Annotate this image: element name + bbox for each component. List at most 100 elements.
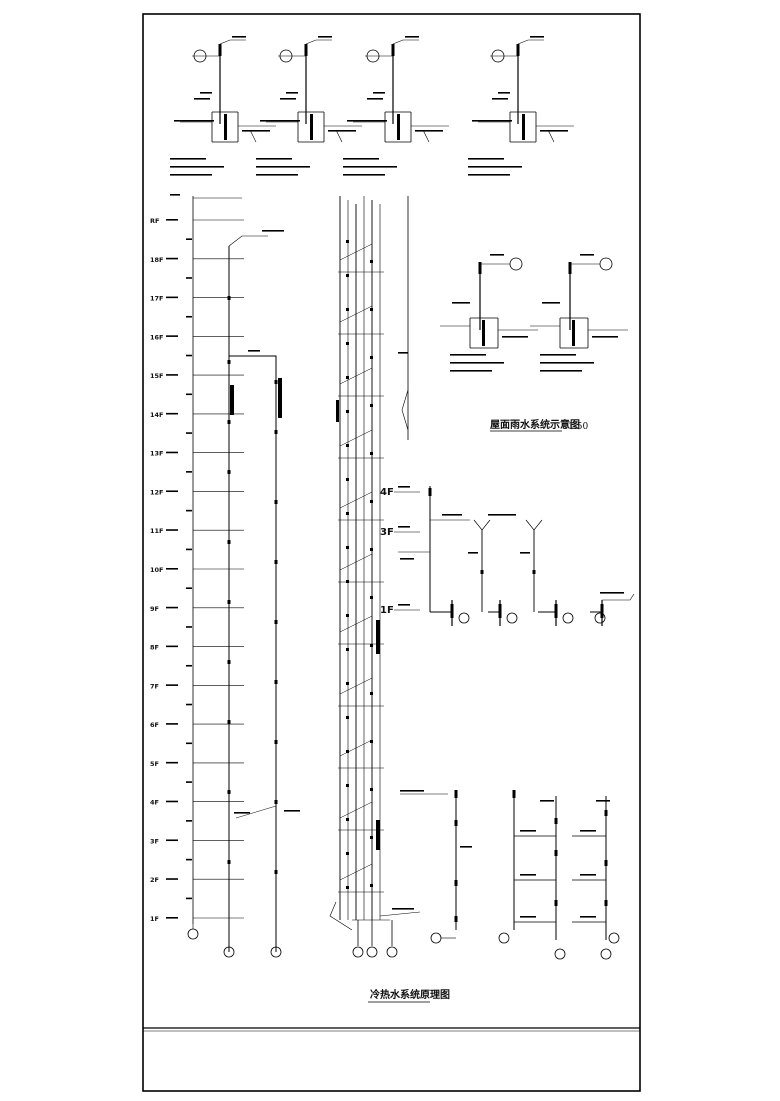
offset-branch <box>339 801 373 819</box>
floor-row-18f: 18F <box>150 256 244 279</box>
system-b <box>498 790 566 960</box>
storey-height-mark <box>186 703 192 706</box>
label-mark <box>442 514 462 516</box>
meter-group <box>376 820 380 850</box>
floor-label: 1F <box>150 915 159 923</box>
valve-mark <box>227 420 231 424</box>
storey-height-mark <box>186 315 192 318</box>
label-mark <box>520 874 536 876</box>
floor-label: 13F <box>150 450 164 458</box>
axis-marker-circle <box>386 946 398 958</box>
valve-mark <box>370 356 373 359</box>
valve-mark <box>604 810 608 816</box>
storey-height-mark <box>186 742 192 745</box>
elevation-mark <box>166 412 178 415</box>
valve-mark <box>370 452 373 455</box>
meter-group <box>278 378 282 418</box>
meter-group <box>376 620 380 654</box>
floor-row-4f: 4F <box>150 799 244 822</box>
offset-branch <box>339 243 373 261</box>
elevation-mark <box>166 606 178 609</box>
label-mark <box>262 230 284 232</box>
elevation-mark <box>166 878 178 880</box>
floor-label: 4F <box>150 799 159 807</box>
storey-height-mark <box>186 587 192 589</box>
offset-branch <box>339 739 373 757</box>
axis-marker-circle <box>223 946 235 958</box>
floor-row-8f: 8F <box>150 644 244 667</box>
valve-mark <box>274 680 278 684</box>
label-mark <box>540 370 582 372</box>
valve-mark <box>227 720 231 724</box>
valve-mark <box>370 404 373 407</box>
floor-row-16f: 16F <box>150 333 244 357</box>
meter-mark <box>600 604 604 618</box>
label-mark <box>498 92 510 94</box>
label-mark <box>468 166 522 168</box>
axis-marker-circle <box>352 946 364 958</box>
floor-row-9f: 9F <box>150 605 244 628</box>
label-mark <box>540 354 576 356</box>
label-mark <box>580 254 594 256</box>
label-mark <box>502 336 528 338</box>
label-mark <box>596 800 610 802</box>
floor-level-scale: RF18F17F16F15F14F13F12F11F10F9F8F7F6F5F4… <box>150 194 244 940</box>
axis-marker-circle <box>187 928 199 940</box>
label-mark <box>580 874 596 876</box>
label-mark <box>600 592 624 594</box>
y-branch <box>525 519 543 531</box>
valve-mark <box>346 580 349 583</box>
label-mark <box>540 130 568 132</box>
label-mark <box>328 130 356 132</box>
storey-height-mark <box>186 471 192 473</box>
floor-label: 7F <box>150 682 159 690</box>
pointer-line <box>547 129 555 143</box>
valve-mark <box>274 620 278 624</box>
label-mark <box>170 158 206 160</box>
valve-mark <box>454 820 458 826</box>
floor-label: 14F <box>150 411 164 419</box>
elevation-mark <box>166 335 178 337</box>
label-mark <box>542 302 560 304</box>
label-mark <box>256 158 292 160</box>
valve-mark <box>370 500 373 503</box>
label-mark <box>170 174 212 176</box>
label-mark <box>367 98 383 100</box>
offset-branch <box>339 305 373 323</box>
valve-mark <box>346 478 349 481</box>
drawing-frame <box>142 13 641 1092</box>
label-mark <box>540 362 594 364</box>
floor-row-15f: 15F <box>150 372 244 396</box>
label-mark <box>398 352 408 354</box>
valve-mark <box>554 850 558 856</box>
riser-jl-1 <box>223 230 284 958</box>
floor-label: 5F <box>150 760 159 768</box>
floor-label: 15F <box>150 372 164 380</box>
valve-mark <box>370 740 373 743</box>
valve-mark <box>227 600 231 604</box>
valve-mark <box>346 614 349 617</box>
label-mark <box>242 130 270 132</box>
axis-marker-circle <box>366 946 378 958</box>
elevation-mark <box>166 374 178 376</box>
axis-marker-circle <box>554 948 566 960</box>
valve-mark <box>346 512 349 515</box>
label-mark <box>343 158 379 160</box>
label-mark <box>343 166 397 168</box>
label-mark <box>520 830 536 832</box>
meter-mark <box>450 604 454 618</box>
leader-line <box>392 39 419 45</box>
valve-mark <box>274 740 278 744</box>
axis-marker-circle <box>506 612 518 624</box>
label-mark <box>452 302 470 304</box>
label-mark <box>398 604 410 606</box>
level-label-3f: 3F <box>380 527 394 538</box>
label-mark <box>284 810 300 812</box>
riser-top <box>428 488 432 496</box>
leader-line <box>235 805 277 819</box>
valve-mark <box>227 360 231 364</box>
valve-mark <box>346 546 349 549</box>
valve-mark <box>227 790 231 794</box>
floor-label: 12F <box>150 488 164 496</box>
storey-height-mark <box>186 238 192 240</box>
